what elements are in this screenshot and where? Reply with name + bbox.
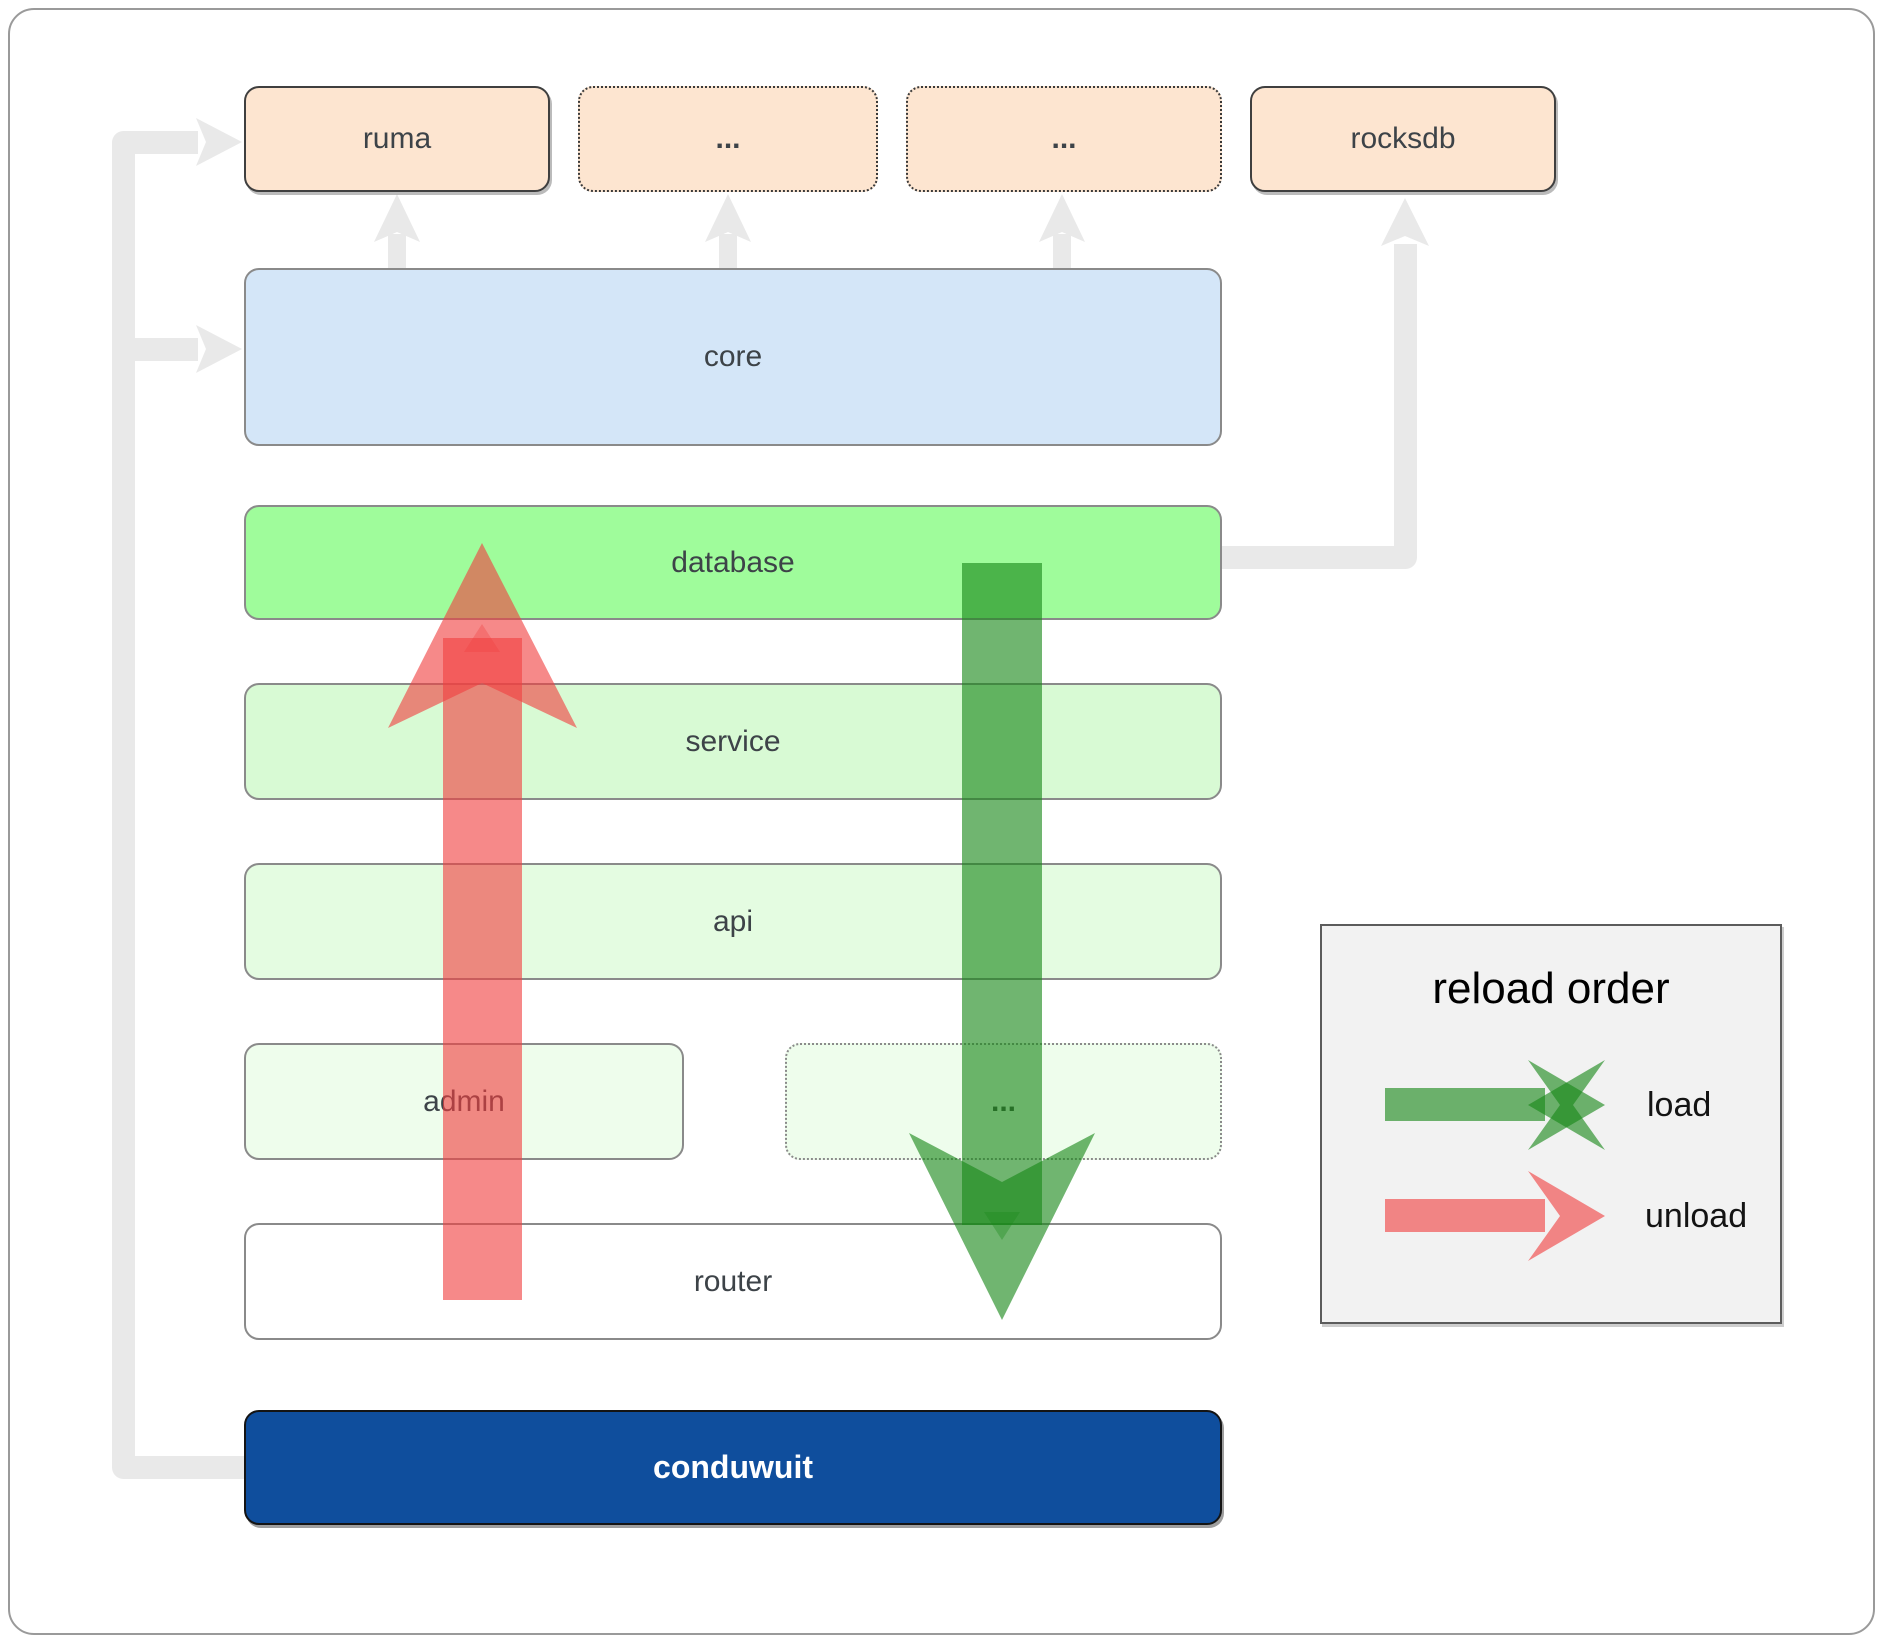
node-ruma-label: ruma xyxy=(362,122,432,155)
node-api-label: api xyxy=(712,904,754,938)
legend: reload order load unload xyxy=(1320,924,1782,1324)
node-core: core xyxy=(244,268,1222,446)
node-service-label: service xyxy=(685,724,781,758)
node-service: service xyxy=(244,683,1222,800)
node-conduwuit: conduwuit xyxy=(244,1410,1222,1525)
node-database-label: database xyxy=(671,545,795,579)
node-database: database xyxy=(244,505,1222,620)
node-api: api xyxy=(244,863,1222,980)
legend-load-label: load xyxy=(1647,1086,1712,1124)
legend-title: reload order xyxy=(1432,964,1670,1013)
legend-arrows xyxy=(1385,1060,1605,1261)
node-router: router xyxy=(244,1223,1222,1340)
diagram-frame xyxy=(8,8,1875,1635)
node-ellipsis-top-2: ... xyxy=(906,86,1222,192)
node-admin: admin xyxy=(244,1043,684,1160)
node-core-label: core xyxy=(703,340,763,373)
legend-unload-label: unload xyxy=(1645,1197,1748,1235)
node-ellipsis-top-2-label: ... xyxy=(1051,122,1077,155)
node-rocksdb-label: rocksdb xyxy=(1350,122,1456,155)
node-admin-label: admin xyxy=(423,1084,505,1118)
node-router-label: router xyxy=(693,1264,773,1298)
node-conduwuit-label: conduwuit xyxy=(653,1449,813,1485)
node-ruma: ruma xyxy=(244,86,550,192)
legend-unload-arrow-icon xyxy=(1385,1171,1605,1261)
node-ellipsis-top-1: ... xyxy=(578,86,878,192)
node-ellipsis-green: ... xyxy=(785,1043,1222,1160)
legend-load-arrow-icon xyxy=(1385,1060,1605,1150)
node-rocksdb: rocksdb xyxy=(1250,86,1556,192)
node-ellipsis-top-1-label: ... xyxy=(715,122,741,155)
node-ellipsis-green-label: ... xyxy=(990,1084,1016,1118)
